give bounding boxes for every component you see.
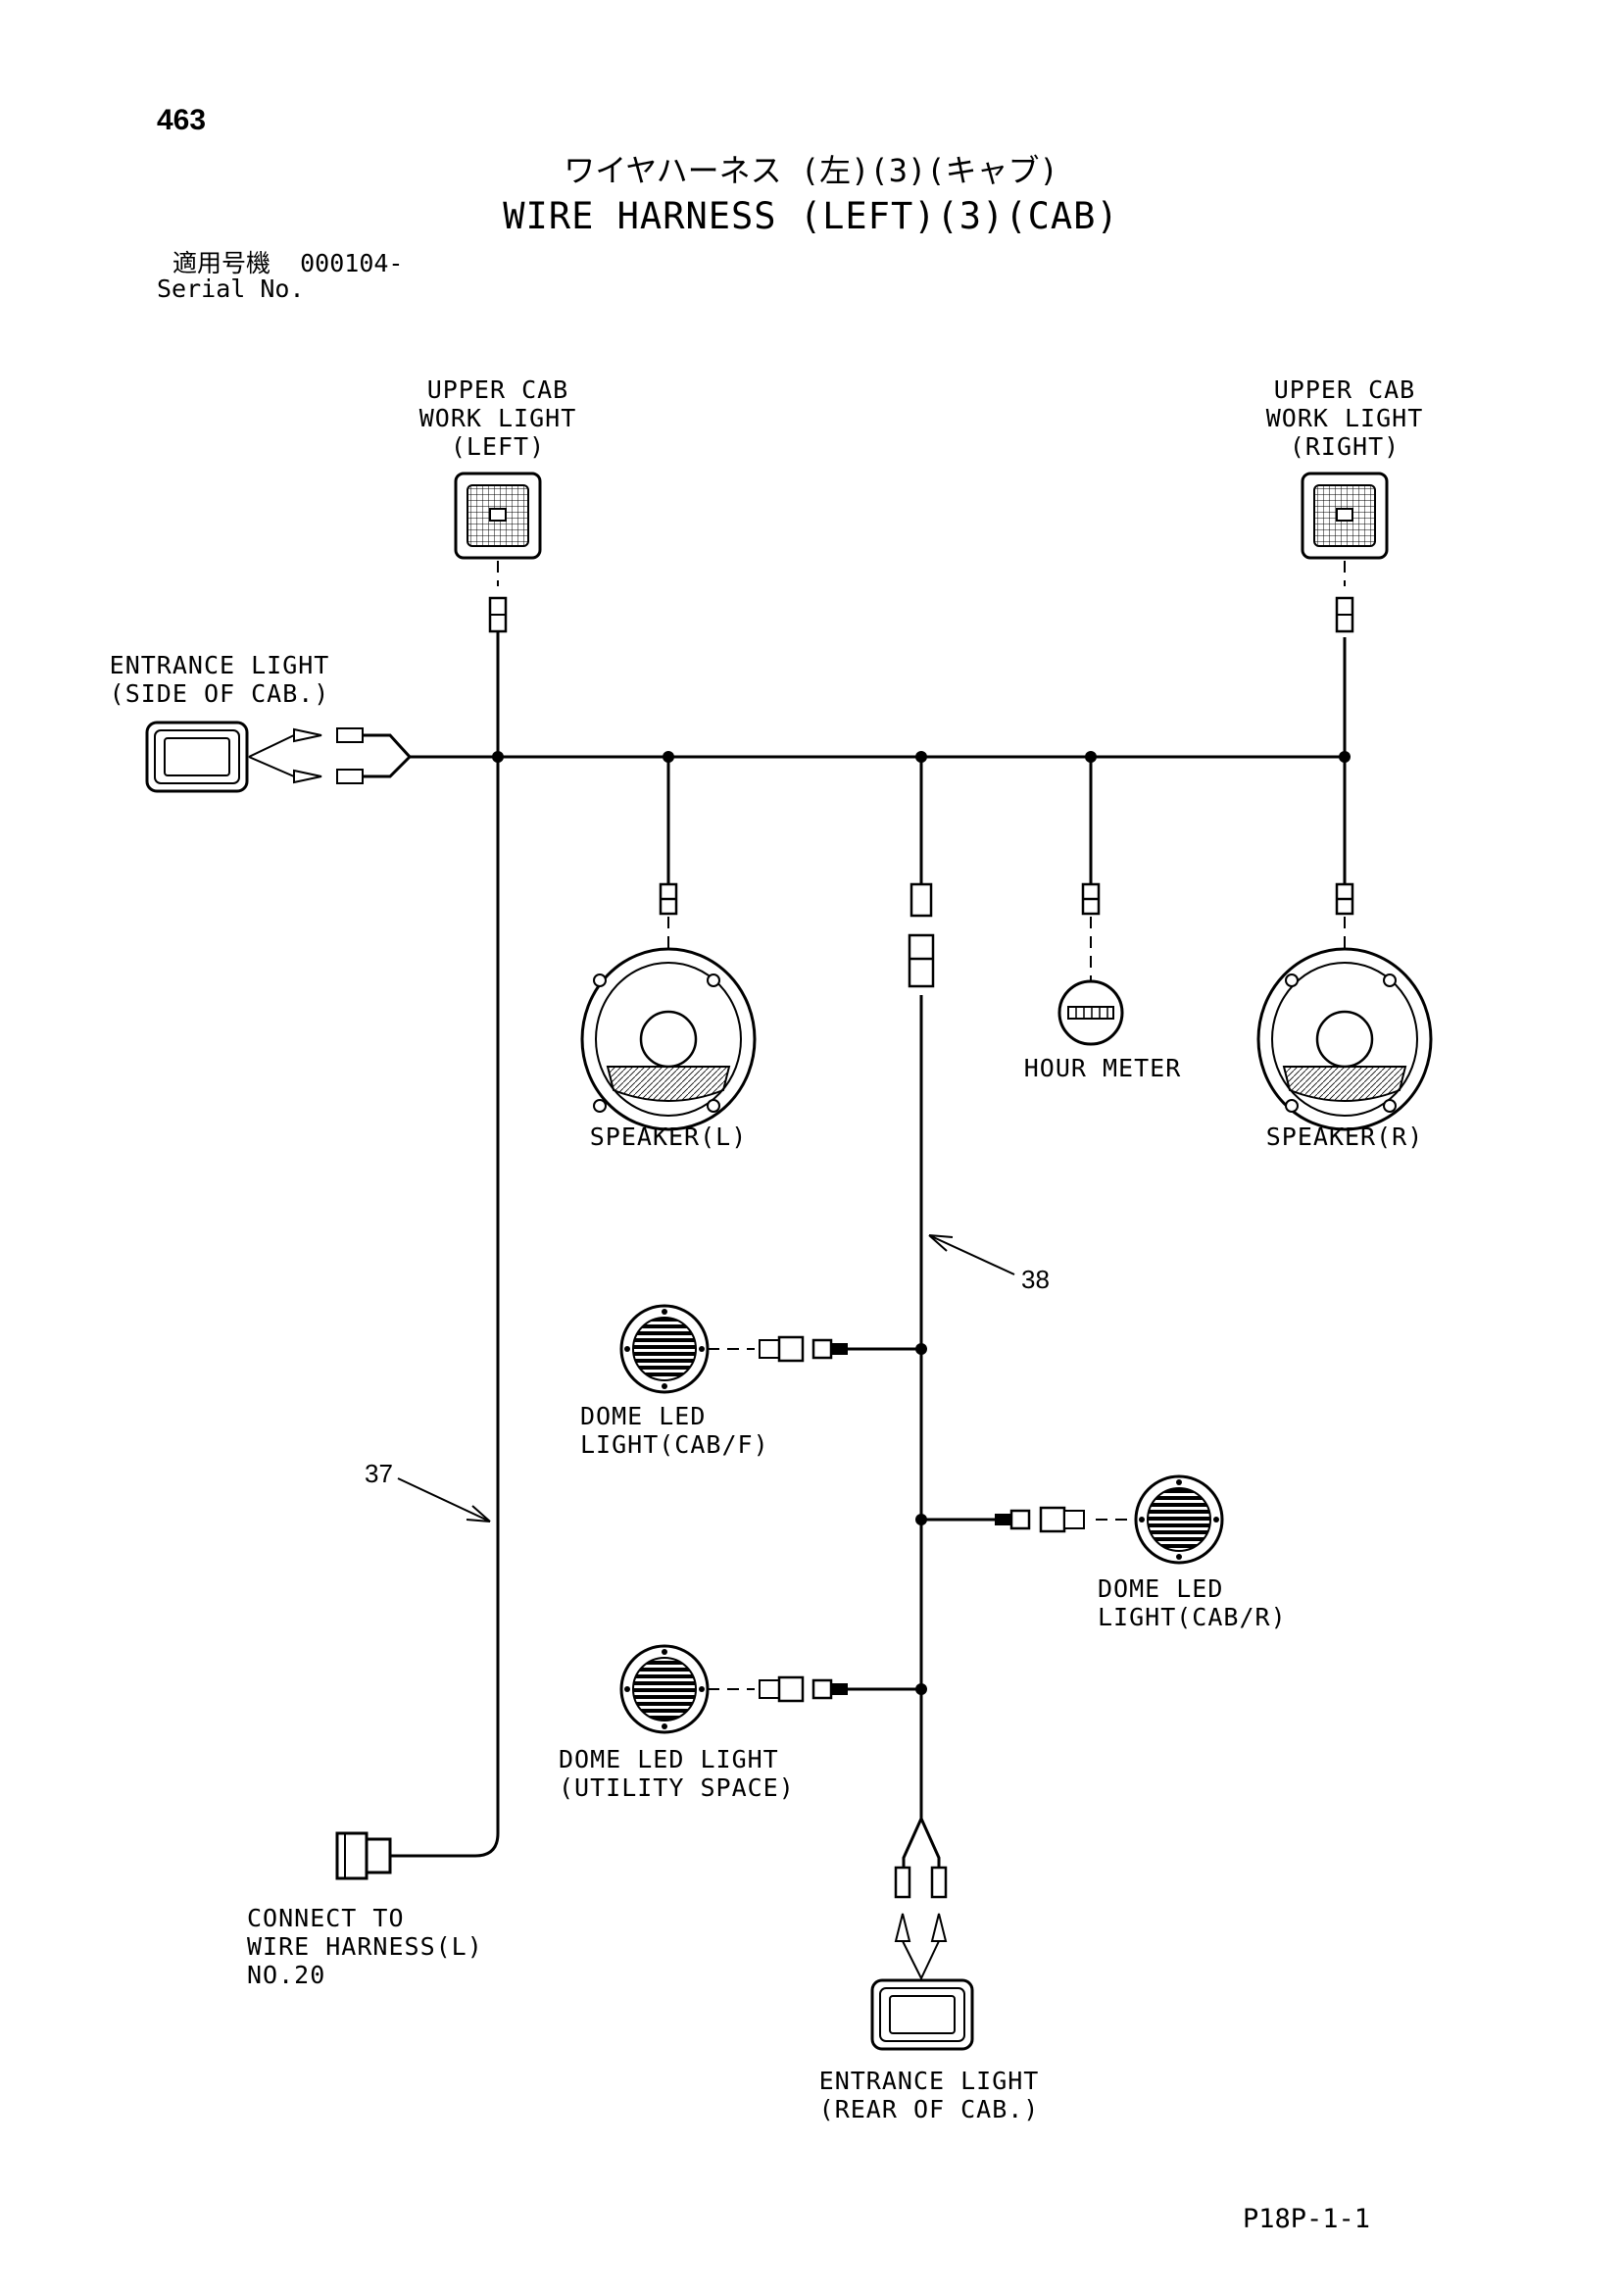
title-japanese: ワイヤハーネス (左)(3)(キャブ) bbox=[564, 152, 1058, 189]
speaker-left-icon bbox=[580, 947, 757, 1131]
hour-meter-icon bbox=[1057, 979, 1124, 1046]
work-light-left-icon bbox=[454, 472, 542, 633]
serial-label-en: Serial No. bbox=[157, 275, 305, 303]
serial-value: 000104- bbox=[300, 249, 404, 277]
label-hour-meter: HOUR METER bbox=[1023, 1054, 1182, 1082]
dome-led-rear-icon bbox=[995, 1474, 1224, 1565]
leader-38-arrowhead bbox=[928, 1234, 954, 1252]
junction-dots bbox=[492, 751, 1351, 1695]
label-entrance-light-side: ENTRANCE LIGHT(SIDE OF CAB.) bbox=[109, 651, 330, 708]
callout-leaders bbox=[397, 1234, 1015, 1522]
label-speaker-left: SPEAKER(L) bbox=[589, 1123, 748, 1151]
leader-37 bbox=[397, 1477, 491, 1522]
leader-37-arrowhead bbox=[466, 1505, 491, 1522]
drawing-code: P18P-1-1 bbox=[1243, 2204, 1371, 2234]
drop-connectors bbox=[659, 882, 1354, 988]
harness-wires bbox=[390, 606, 1347, 1868]
work-light-right-icon bbox=[1301, 472, 1389, 633]
label-entrance-light-rear: ENTRANCE LIGHT(REAR OF CAB.) bbox=[818, 2067, 1040, 2123]
title-english: WIRE HARNESS (LEFT)(3)(CAB) bbox=[503, 195, 1119, 237]
dashed-couplings bbox=[497, 561, 1346, 1690]
entrance-light-rear-icon bbox=[870, 1866, 974, 2051]
label-speaker-right: SPEAKER(R) bbox=[1265, 1123, 1424, 1151]
callout-37: 37 bbox=[365, 1459, 393, 1488]
serial-label-jp: 適用号機 bbox=[172, 249, 271, 277]
label-dome-led-utility: DOME LED LIGHT(UTILITY SPACE) bbox=[559, 1745, 795, 1802]
harness-37-wire bbox=[390, 606, 500, 1858]
serial-number-line: 適用号機 000104- bbox=[172, 251, 403, 275]
dome-led-utility-icon bbox=[619, 1644, 848, 1734]
connect-to-plug-icon bbox=[335, 1831, 392, 1880]
page-number: 463 bbox=[157, 104, 207, 136]
dome-led-front-icon bbox=[619, 1304, 848, 1394]
entrance-light-side-icon bbox=[145, 721, 413, 793]
speaker-right-icon bbox=[1256, 947, 1433, 1131]
leader-38 bbox=[928, 1234, 1015, 1275]
callout-38: 38 bbox=[1021, 1265, 1050, 1294]
rear-entrance-fork bbox=[902, 1818, 941, 1868]
